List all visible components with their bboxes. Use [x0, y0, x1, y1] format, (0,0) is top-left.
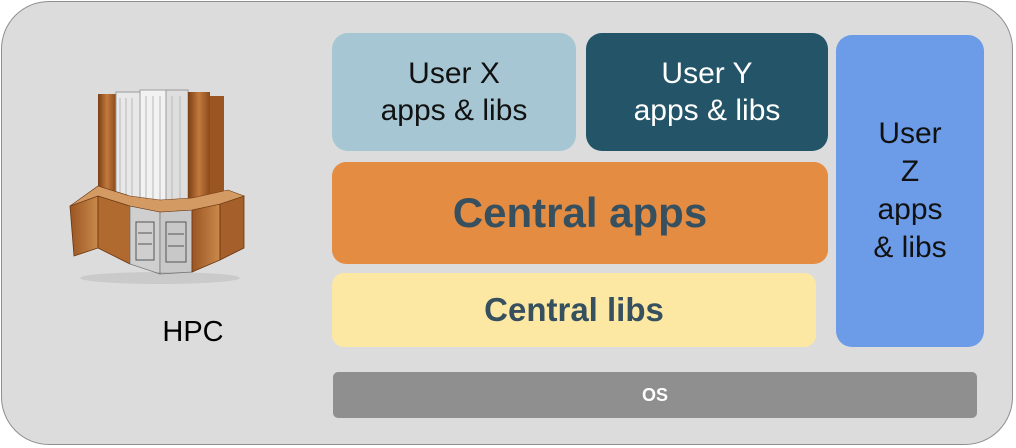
os-layer-box: OS	[333, 372, 977, 418]
os-label: OS	[641, 384, 668, 405]
central-libs-label: Central libs	[484, 291, 664, 328]
user-x-label: User X	[408, 57, 500, 90]
user-y-label: User Y	[661, 57, 753, 90]
central-apps-label: Central apps	[452, 189, 708, 236]
user-y-sublabel: apps & libs	[633, 94, 781, 127]
central-libs-box: Central libs	[332, 273, 816, 347]
user-y-apps-libs-box: User Y apps & libs	[586, 33, 828, 151]
user-z-apps-libs-box: User Z apps & libs	[836, 35, 984, 347]
user-z-label-line4: & libs	[873, 231, 947, 264]
supercomputer-illustration	[69, 89, 245, 284]
user-x-sublabel: apps & libs	[380, 94, 528, 127]
user-z-label-line2: Z	[900, 155, 920, 188]
hpc-label: HPC	[162, 316, 224, 348]
user-x-apps-libs-box: User X apps & libs	[332, 33, 576, 151]
user-z-label-line1: User	[878, 117, 942, 150]
central-apps-box: Central apps	[332, 162, 828, 264]
user-z-label-line3: apps	[877, 193, 943, 226]
